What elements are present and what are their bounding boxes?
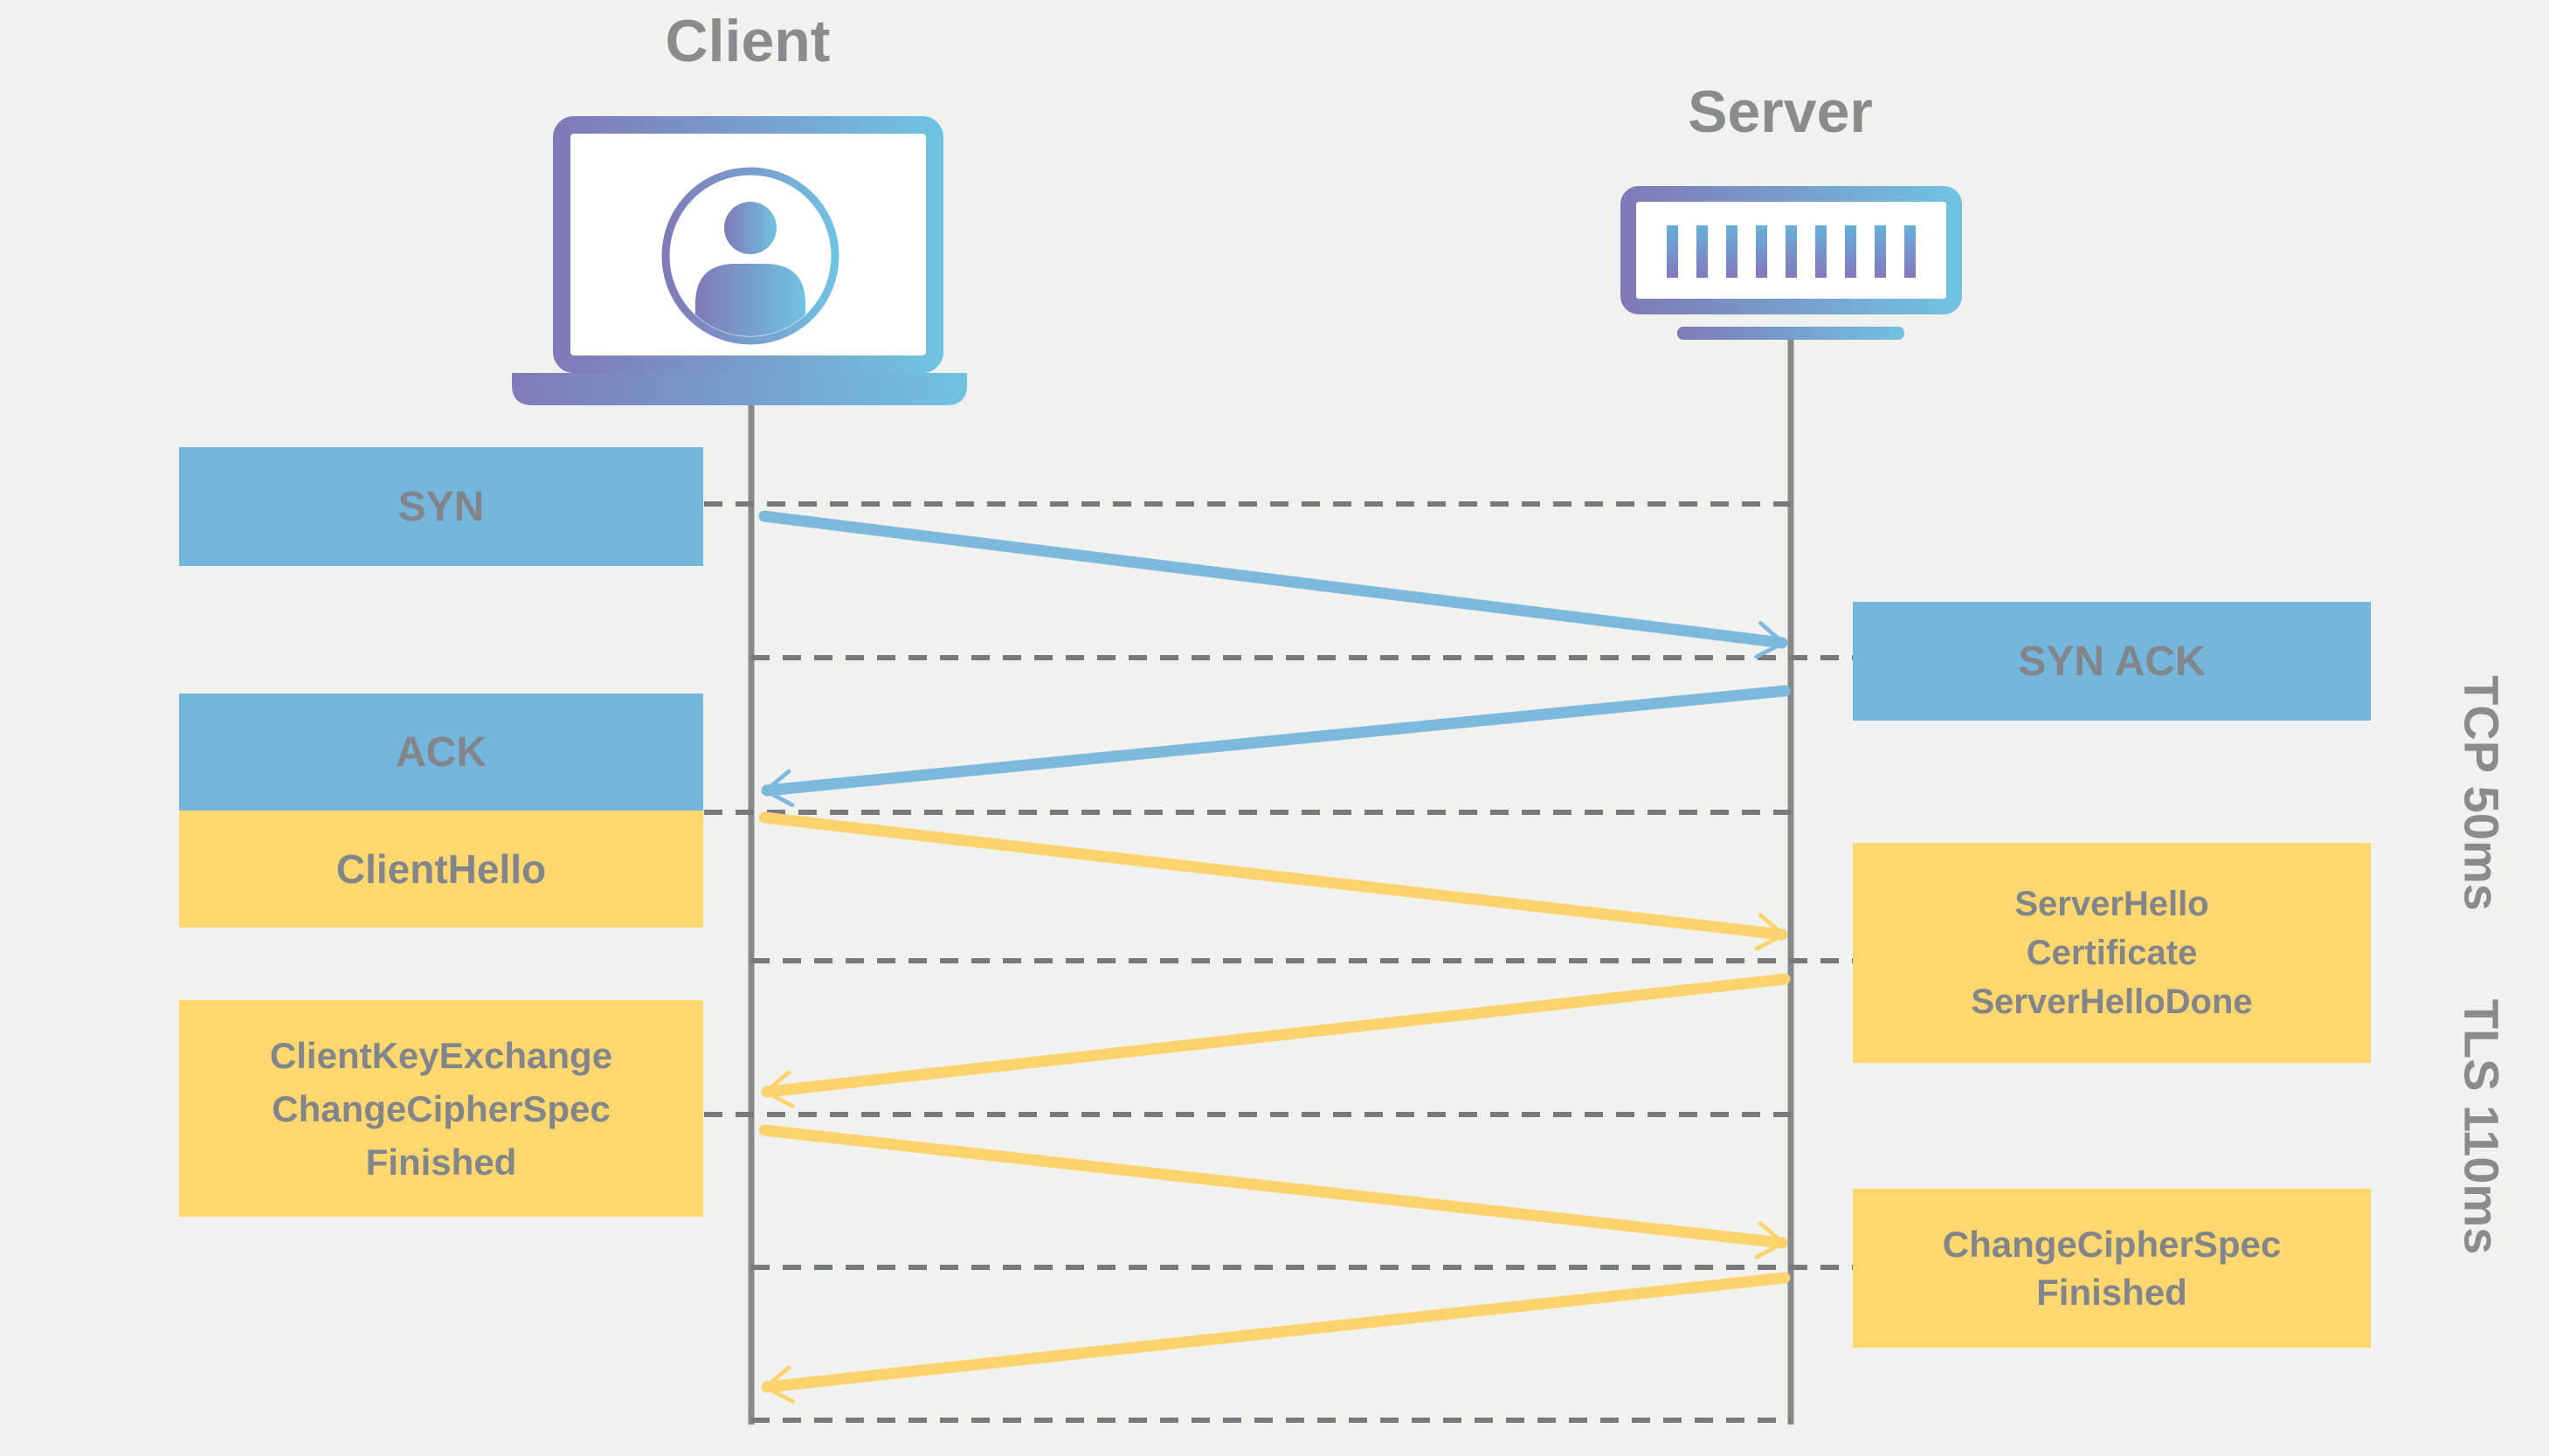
message-box-serverhello: ServerHello Certificate ServerHelloDone — [1853, 843, 2371, 1063]
arrow-syn-ack — [761, 685, 1791, 807]
message-box-syn-ack: SYN ACK — [1853, 602, 2371, 721]
message-box-clienthello: ClientHello — [179, 811, 703, 928]
message-arrows — [758, 510, 1791, 1404]
phase-label-tls: TLS 110ms — [2454, 998, 2510, 1255]
phase-duration: 50ms — [2454, 785, 2510, 911]
message-label: SYN ACK — [2018, 638, 2206, 685]
laptop-user-icon — [512, 116, 967, 405]
client-heading: Client — [665, 8, 831, 74]
message-box-ack: ACK — [179, 693, 703, 811]
arrow-syn — [758, 510, 1788, 659]
message-label: ClientHello — [335, 846, 547, 892]
message-label-line: Certificate — [2026, 934, 2198, 972]
message-box-clientkeyexchange: ClientKeyExchange ChangeCipherSpec Finis… — [179, 1000, 703, 1217]
message-box-syn: SYN — [179, 447, 703, 566]
message-label-line: Finished — [2036, 1272, 2187, 1313]
message-label-line: ServerHelloDone — [1971, 983, 2253, 1021]
phase-protocol: TLS — [2454, 998, 2510, 1092]
user-head — [724, 202, 777, 254]
arrow-serverhello — [761, 973, 1791, 1108]
message-label-line: ServerHello — [2014, 885, 2209, 923]
phase-duration: 110ms — [2454, 1105, 2510, 1255]
user-avatar-ring — [661, 167, 839, 345]
timing-dashed-lines — [704, 501, 1855, 1423]
arrow-changecipherspec-finished — [761, 1272, 1791, 1404]
server-icon — [1620, 186, 1962, 340]
server-vents — [1667, 225, 1916, 278]
message-label-line: ClientKeyExchange — [269, 1034, 613, 1076]
server-base-bar — [1677, 327, 1904, 340]
phase-label-tcp: TCP 50ms — [2454, 675, 2510, 911]
message-label: ACK — [396, 728, 487, 776]
message-label: SYN — [397, 483, 485, 530]
arrow-clientkeyexchange — [758, 1124, 1788, 1259]
message-label-line: ChangeCipherSpec — [272, 1087, 611, 1129]
message-box-changecipherspec-finished: ChangeCipherSpec Finished — [1853, 1189, 2371, 1348]
server-heading: Server — [1688, 79, 1873, 145]
message-label-line: ChangeCipherSpec — [1942, 1224, 2282, 1265]
phase-protocol: TCP — [2454, 675, 2510, 773]
user-body — [695, 264, 805, 336]
laptop-base — [512, 373, 967, 405]
arrow-clienthello — [758, 811, 1788, 951]
message-label-line: Finished — [365, 1141, 517, 1183]
